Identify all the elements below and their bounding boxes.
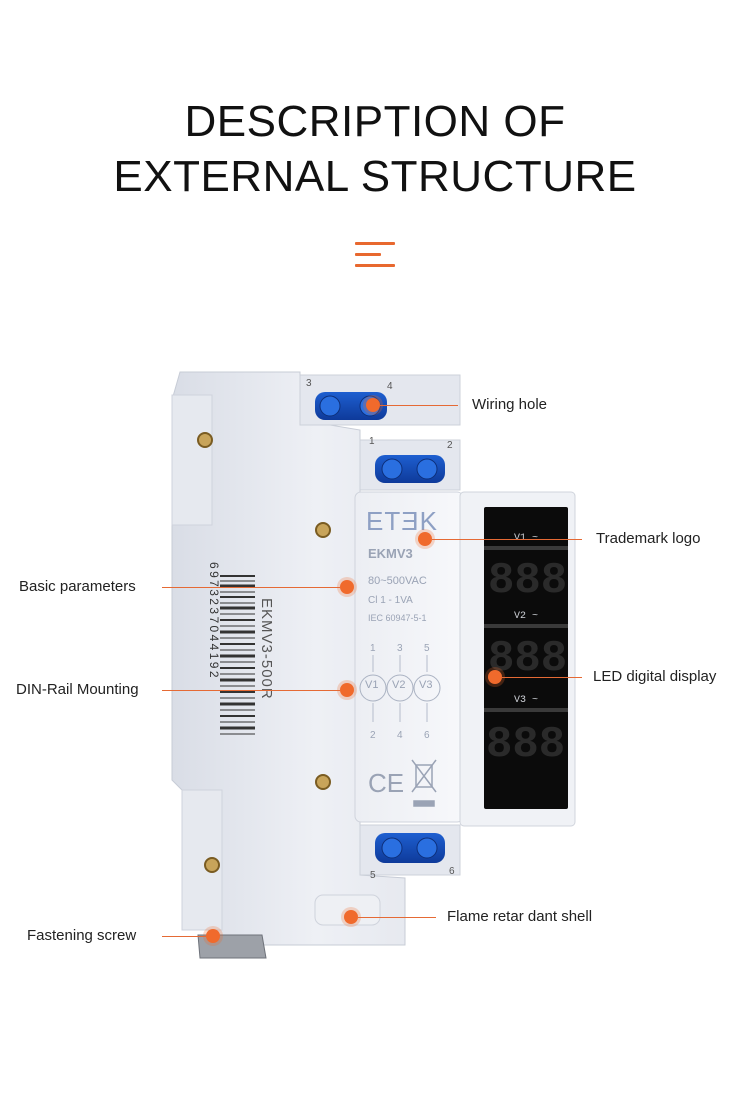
menu-icon bbox=[355, 242, 395, 268]
ce-mark: CE bbox=[368, 768, 404, 798]
terminal-number: 6 bbox=[449, 866, 455, 877]
phase-label: V2 bbox=[392, 679, 405, 691]
terminal-number: 5 bbox=[370, 870, 376, 881]
phase-bottom-number: 6 bbox=[424, 730, 430, 741]
callout-basic-parameters: Basic parameters bbox=[19, 578, 136, 595]
display-digits: 888 bbox=[486, 720, 565, 770]
callout-dot-trademark-logo bbox=[418, 532, 432, 546]
phase-top-number: 1 bbox=[370, 643, 376, 654]
page-title-line2: EXTERNAL STRUCTURE bbox=[113, 152, 637, 201]
callout-line-trademark-logo bbox=[432, 539, 582, 540]
terminal-number: 3 bbox=[306, 378, 312, 389]
callout-din-rail: DIN-Rail Mounting bbox=[16, 681, 139, 698]
page-title-line1: DESCRIPTION OF bbox=[184, 97, 566, 146]
top-terminal-block bbox=[299, 374, 461, 491]
face-voltage: 80~500VAC bbox=[368, 575, 427, 587]
weee-icon bbox=[411, 759, 437, 807]
callout-dot-flame-shell bbox=[344, 910, 358, 924]
phase-label: V3 bbox=[419, 679, 432, 691]
callout-led-display: LED digital display bbox=[593, 668, 717, 685]
callout-wiring-hole: Wiring hole bbox=[472, 396, 548, 413]
callout-fastening-screw: Fastening screw bbox=[27, 927, 137, 944]
callout-line-wiring-hole bbox=[380, 405, 458, 406]
phase-bottom-number: 4 bbox=[397, 730, 403, 741]
terminal-number: 4 bbox=[387, 381, 393, 392]
callout-line-fastening-screw bbox=[162, 936, 206, 937]
face-model: EKMV3 bbox=[368, 546, 413, 561]
brand-logo: ETƎK bbox=[366, 506, 438, 536]
side-model-label: EKMV3-500R bbox=[258, 598, 275, 700]
callout-trademark-logo: Trademark logo bbox=[596, 530, 701, 547]
barcode bbox=[220, 575, 255, 735]
phase-top-number: 3 bbox=[397, 643, 403, 654]
phase-bottom-number: 2 bbox=[370, 730, 376, 741]
callout-dot-wiring-hole bbox=[366, 398, 380, 412]
barcode-digits: 6973237044192 bbox=[207, 562, 221, 680]
led-display-panel bbox=[484, 507, 568, 809]
callout-dot-fastening-screw bbox=[206, 929, 220, 943]
face-class: Cl 1 - 1VA bbox=[368, 595, 413, 606]
phase-label: V1 bbox=[365, 679, 378, 691]
terminal-number: 2 bbox=[447, 440, 453, 451]
bottom-terminal-block bbox=[314, 824, 461, 926]
display-digits: 888 bbox=[488, 556, 567, 606]
phase-top-number: 5 bbox=[424, 643, 430, 654]
callout-line-flame-shell bbox=[358, 917, 436, 918]
callout-line-basic-parameters bbox=[162, 587, 340, 588]
callout-dot-led-display bbox=[488, 670, 502, 684]
callout-line-din-rail bbox=[162, 690, 340, 691]
callout-dot-basic-parameters bbox=[340, 580, 354, 594]
display-label: V2 ~ bbox=[514, 611, 538, 622]
terminal-number: 1 bbox=[369, 436, 375, 447]
callout-dot-din-rail bbox=[340, 683, 354, 697]
face-standard: IEC 60947-5-1 bbox=[368, 613, 427, 623]
display-label: V3 ~ bbox=[514, 695, 538, 706]
display-label: V1 ~ bbox=[514, 533, 538, 544]
callout-flame-shell: Flame retar dant shell bbox=[447, 908, 593, 925]
callout-line-led-display bbox=[502, 677, 582, 678]
